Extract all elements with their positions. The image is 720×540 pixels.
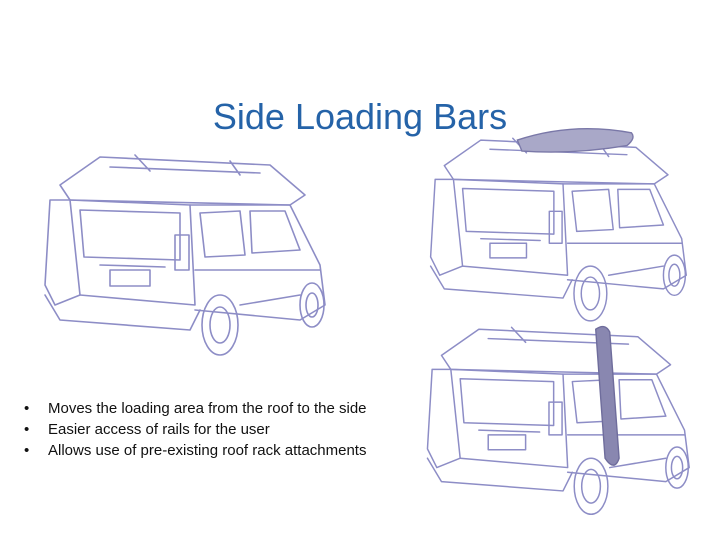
kayak-icon xyxy=(516,127,634,153)
slide-title: Side Loading Bars xyxy=(212,96,508,137)
bullet-item: Allows use of pre-existing roof rack att… xyxy=(22,440,367,461)
snowboard-icon xyxy=(594,325,620,466)
suv-sketch-with-kayak xyxy=(429,127,687,322)
bullet-item: Easier access of rails for the user xyxy=(22,419,367,440)
suv-sketch-plain xyxy=(44,154,326,356)
bullet-list: Moves the loading area from the roof to … xyxy=(22,398,367,461)
suv-sketch-with-snowboard xyxy=(426,325,690,516)
bullet-item: Moves the loading area from the roof to … xyxy=(22,398,367,419)
